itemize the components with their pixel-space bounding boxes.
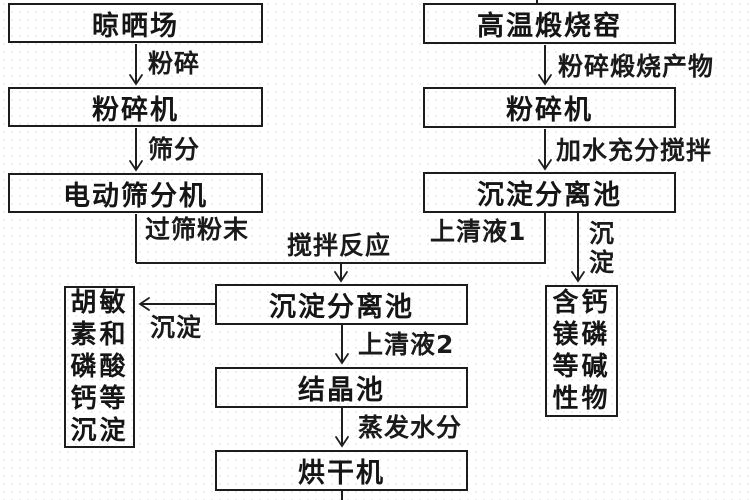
edge-label-sieved-powder: 过筛粉末 bbox=[145, 215, 250, 244]
edge-label-crushed-calcined-product: 粉碎煅烧产物 bbox=[558, 52, 715, 81]
flow-node-alkaline-product: 含钙 镁磷 等碱 性物 bbox=[545, 285, 618, 417]
flow-node-sedimentation-pool-mid: 沉淀分离池 bbox=[215, 284, 468, 325]
arrowhead-icon-crusher-to-pool bbox=[538, 159, 552, 171]
edge-label-sieving: 筛分 bbox=[148, 135, 201, 164]
edge-label-crush: 粉碎 bbox=[148, 49, 201, 78]
edge-label-precipitate-right: 沉 淀 bbox=[589, 219, 616, 277]
arrowhead-icon-kiln-to-crusher bbox=[538, 74, 552, 86]
arrowhead-icon-drying-to-crusher bbox=[129, 74, 143, 86]
flow-node-electric-sieving-machine: 电动筛分机 bbox=[8, 173, 263, 213]
arrowhead-icon-bus-to-mid-pool bbox=[334, 271, 348, 283]
flow-node-dryer: 烘干机 bbox=[215, 450, 468, 491]
edge-label-stirring-reaction: 搅拌反应 bbox=[287, 231, 392, 260]
arrowhead-icon-pool-to-alkaline bbox=[571, 271, 585, 283]
arrowhead-icon-mid-pool-to-humin bbox=[138, 297, 150, 311]
flow-node-crusher-right: 粉碎机 bbox=[423, 87, 676, 128]
arrowhead-icon-crystal-to-dryer bbox=[335, 436, 349, 448]
flow-node-high-temp-calcination-kiln: 高温煅烧窑 bbox=[423, 3, 676, 44]
edge-label-evaporate-water: 蒸发水分 bbox=[358, 413, 463, 442]
flow-node-humin-phosphate-precipitate: 胡敏 素和 磷酸 钙等 沉淀 bbox=[64, 286, 135, 448]
arrowhead-icon-crusher-to-sieving bbox=[129, 160, 143, 172]
flow-node-crystallization-pool: 结晶池 bbox=[215, 367, 468, 408]
edge-label-supernatant-1: 上清液1 bbox=[430, 217, 527, 246]
edge-label-add-water-stir: 加水充分搅拌 bbox=[556, 136, 713, 165]
arrowhead-icon-mid-pool-to-crystal bbox=[335, 353, 349, 365]
edge-label-precipitate-left: 沉淀 bbox=[150, 313, 203, 342]
flow-node-drying-field: 晾晒场 bbox=[8, 3, 263, 43]
edge-label-supernatant-2: 上清液2 bbox=[358, 330, 455, 359]
flow-node-crusher-left: 粉碎机 bbox=[8, 87, 263, 127]
flow-node-sedimentation-pool-right: 沉淀分离池 bbox=[423, 172, 676, 213]
